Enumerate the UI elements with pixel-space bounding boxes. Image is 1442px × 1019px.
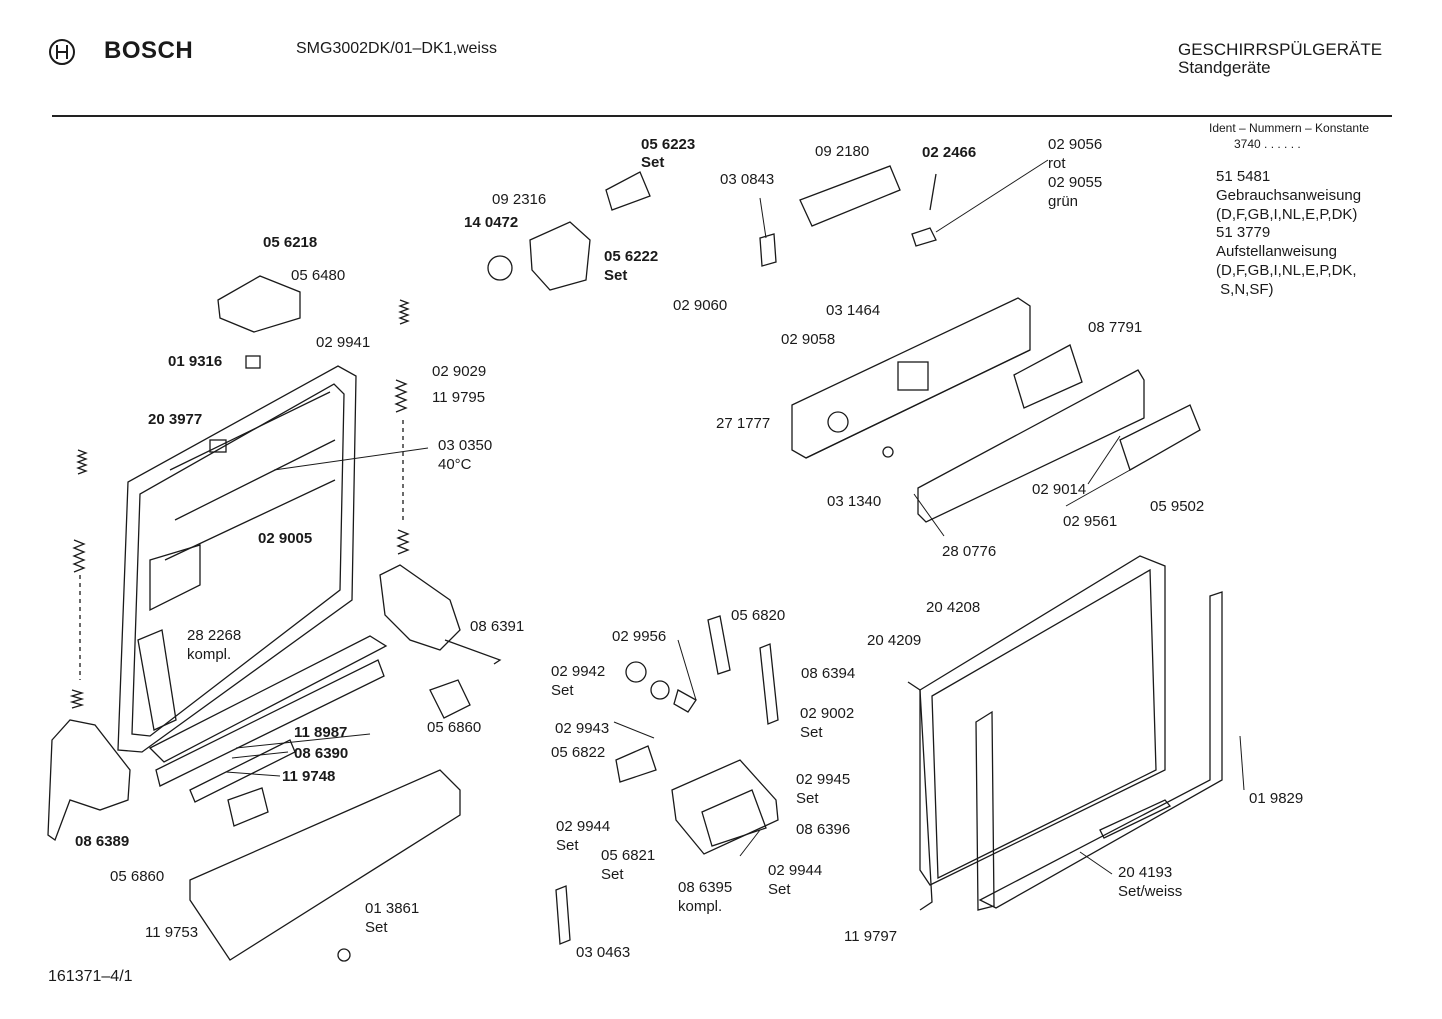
part-label: 05 6822 xyxy=(551,744,606,761)
part-label-sub: Set xyxy=(768,881,791,898)
part-label: 14 0472 xyxy=(464,214,519,231)
hinges xyxy=(47,564,502,842)
part-label: 20 4193 xyxy=(1118,864,1173,881)
part-label: 01 3861 xyxy=(365,900,420,917)
part-label-sub: Set xyxy=(641,154,665,171)
part-label-sub: kompl. xyxy=(678,898,723,915)
part-label: 11 9748 xyxy=(282,768,336,785)
part-label-sub: Set xyxy=(551,682,574,699)
part-label-sub: Set xyxy=(601,866,624,883)
part-label: 05 6860 xyxy=(110,868,165,885)
part-label-sub: Set xyxy=(604,267,628,284)
part-label: 02 2466 xyxy=(922,144,977,161)
part-label: 08 7791 xyxy=(1088,319,1143,336)
part-label-sub: Set xyxy=(556,837,579,854)
part-label: 11 8987 xyxy=(294,724,348,741)
part-label: 02 9944 xyxy=(556,818,611,835)
part-label: 03 0350 xyxy=(438,437,493,454)
part-label: 27 1777 xyxy=(716,415,771,432)
info-line: Gebrauchsanweisung xyxy=(1216,187,1362,204)
part-label: 08 6396 xyxy=(796,821,851,838)
part-label: 03 1464 xyxy=(826,302,881,319)
part-label-sub: grün xyxy=(1048,193,1079,210)
part-label: 02 9005 xyxy=(258,530,313,547)
bosch-logo-icon xyxy=(48,38,76,71)
part-label: 01 9829 xyxy=(1249,790,1304,807)
plinth-panel xyxy=(189,679,471,961)
part-label-sub: Set xyxy=(796,790,819,807)
part-label: 02 9956 xyxy=(612,628,667,645)
part-label: 02 9945 xyxy=(796,771,851,788)
part-label: 11 9795 xyxy=(432,389,486,406)
part-label-sub: Set xyxy=(800,724,823,741)
control-panel xyxy=(791,297,1201,523)
ident-constant: 3740 . . . . . . xyxy=(1234,137,1301,151)
part-label: 08 6389 xyxy=(75,833,130,850)
part-label: 08 6391 xyxy=(470,618,525,635)
part-label: 02 9943 xyxy=(555,720,610,737)
part-label: 02 9014 xyxy=(1032,481,1087,498)
part-label: 05 6820 xyxy=(731,607,786,624)
part-label: 02 9942 xyxy=(551,663,606,680)
part-label: 02 9055 xyxy=(1048,174,1103,191)
outer-door-panel xyxy=(907,555,1223,911)
part-label: 02 9944 xyxy=(768,862,823,879)
springs xyxy=(69,299,410,709)
appliance-category: GESCHIRRSPÜLGERÄTE xyxy=(1178,40,1383,59)
model-number: SMG3002DK/01–DK1,weiss xyxy=(296,40,497,57)
part-label: 02 9029 xyxy=(432,363,487,380)
leader-lines xyxy=(225,159,1245,875)
part-label: 11 9753 xyxy=(145,924,199,941)
part-label: 02 9002 xyxy=(800,705,855,722)
info-line: (D,F,GB,I,NL,E,P,DK, xyxy=(1216,262,1357,279)
part-label: 05 6223 xyxy=(641,136,696,153)
part-label: 05 6860 xyxy=(427,719,482,736)
info-line: 51 3779 xyxy=(1216,224,1271,241)
appliance-subcategory: Standgeräte xyxy=(1178,58,1271,77)
part-label: 20 4208 xyxy=(926,599,981,616)
part-label-sub: kompl. xyxy=(187,646,232,663)
info-line: S,N,SF) xyxy=(1216,281,1274,298)
part-label: 20 4209 xyxy=(867,632,922,649)
part-label: 02 9060 xyxy=(673,297,728,314)
part-label: 11 9797 xyxy=(844,928,898,945)
dispenser-assembly xyxy=(337,615,779,962)
part-label: 01 9316 xyxy=(168,353,223,370)
header-rule xyxy=(52,115,1392,117)
part-label: 02 9941 xyxy=(316,334,371,351)
door-inner-panel xyxy=(117,365,357,753)
part-label: 08 6394 xyxy=(801,665,856,682)
part-label: 09 2316 xyxy=(492,191,547,208)
part-label: 28 0776 xyxy=(942,543,997,560)
top-components xyxy=(217,165,937,369)
part-label: 03 1340 xyxy=(827,493,882,510)
part-label: 08 6395 xyxy=(678,879,733,896)
part-label: 20 3977 xyxy=(148,411,203,428)
part-label: 05 6222 xyxy=(604,248,659,265)
info-line: 51 5481 xyxy=(1216,168,1271,185)
part-label: 09 2180 xyxy=(815,143,870,160)
part-label: 05 9502 xyxy=(1150,498,1205,515)
part-label-sub: 40°C xyxy=(438,456,472,473)
info-line: Aufstellanweisung xyxy=(1216,243,1337,260)
part-label-sub: rot xyxy=(1048,155,1066,172)
part-label: 28 2268 xyxy=(187,627,242,644)
drawing-id: 161371–4/1 xyxy=(48,968,133,985)
part-label-sub: Set/weiss xyxy=(1118,883,1183,900)
part-label: 02 9058 xyxy=(781,331,836,348)
part-label: 02 9056 xyxy=(1048,136,1103,153)
part-label: 03 0463 xyxy=(576,944,631,961)
part-label: 05 6218 xyxy=(263,234,318,251)
part-label: 03 0843 xyxy=(720,171,775,188)
part-label: 08 6390 xyxy=(294,745,349,762)
part-label-sub: Set xyxy=(365,919,388,936)
brand-name: BOSCH xyxy=(104,37,194,64)
door-rail xyxy=(137,629,388,803)
part-label: 05 6821 xyxy=(601,847,656,864)
ident-heading: Ident – Nummern – Konstante xyxy=(1209,121,1370,135)
part-label: 05 6480 xyxy=(291,267,346,284)
info-line: (D,F,GB,I,NL,E,P,DK) xyxy=(1216,206,1358,223)
part-label: 02 9561 xyxy=(1063,513,1118,530)
